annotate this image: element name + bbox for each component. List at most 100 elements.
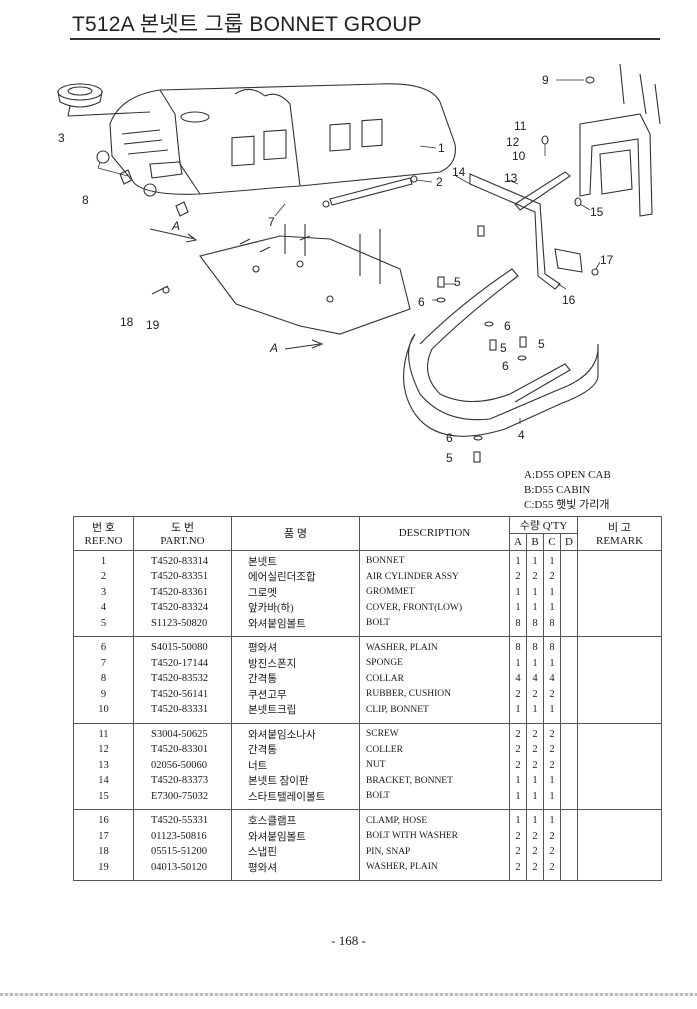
callout-label: 15 <box>590 205 604 219</box>
callout-label: 2 <box>436 175 443 189</box>
cell-desc: WASHER, PLAIN <box>359 636 510 656</box>
cell-a: 2 <box>509 757 527 773</box>
cell-c: 2 <box>543 723 561 742</box>
cell-d <box>559 723 579 742</box>
callout-label: 9 <box>542 73 549 87</box>
cell-part: T4520-83373 <box>133 773 232 789</box>
qty-d-header: D <box>559 533 579 551</box>
cell-d <box>559 584 579 600</box>
cell-d <box>559 655 579 671</box>
cell-c: 2 <box>543 757 561 773</box>
cell-kor: 평와셔 <box>231 636 360 656</box>
cell-remark <box>577 671 663 687</box>
cell-d <box>559 686 579 702</box>
cell-a: 2 <box>509 742 527 758</box>
qty-c-header: C <box>543 533 561 551</box>
cell-ref: 10 <box>73 702 134 724</box>
cell-c: 8 <box>543 615 561 637</box>
cell-part: T4520-83351 <box>133 569 232 585</box>
cell-a: 2 <box>509 569 527 585</box>
cell-d <box>559 809 579 829</box>
qty-a-header: A <box>509 533 527 551</box>
callout-label: 1 <box>438 141 445 155</box>
remark-header-eng: REMARK <box>596 535 644 548</box>
cell-remark <box>577 550 663 569</box>
callout-label: 13 <box>504 171 518 185</box>
callout-label: 7 <box>268 215 275 229</box>
cell-d <box>559 828 579 844</box>
cell-remark <box>577 686 663 702</box>
frame-part <box>579 113 653 217</box>
cell-b: 1 <box>526 584 544 600</box>
cell-d <box>559 636 579 656</box>
exploded-parts-diagram: 1 2 3 4 5 5 5 5 6 6 6 6 7 8 9 10 11 12 1… <box>57 63 661 465</box>
cell-c: 4 <box>543 671 561 687</box>
page-title: T512A 본넷트 그룹 BONNET GROUP <box>72 13 422 36</box>
cell-a: 1 <box>509 788 527 810</box>
cell-part: 05515-51200 <box>133 844 232 860</box>
cell-b: 2 <box>526 844 544 860</box>
cell-ref: 7 <box>73 655 134 671</box>
cell-kor: 평와셔 <box>231 859 360 881</box>
cell-kor: 와셔붙임소나사 <box>231 723 360 742</box>
cell-desc: COLLER <box>359 742 510 758</box>
cell-remark <box>577 742 663 758</box>
cell-part: T4520-83324 <box>133 600 232 616</box>
cell-a: 1 <box>509 600 527 616</box>
page-number: - 168 - <box>331 933 366 948</box>
cell-remark <box>577 809 663 829</box>
cell-c: 1 <box>543 809 561 829</box>
part-header-eng: PART.NO <box>160 535 205 548</box>
cell-c: 1 <box>543 550 561 569</box>
cell-part: T4520-83314 <box>133 550 232 569</box>
cell-d <box>559 600 579 616</box>
grommet-part <box>57 83 103 101</box>
cell-c: 2 <box>543 742 561 758</box>
cell-b: 2 <box>526 723 544 742</box>
part-header: 도 번 PART.NO <box>133 516 232 551</box>
cell-remark <box>577 600 663 616</box>
parts-table: 번 호 REF.NO 도 번 PART.NO 품 명 DESCRIPTION 수… <box>73 516 663 881</box>
cell-c: 1 <box>543 655 561 671</box>
callout-label: 6 <box>446 431 453 445</box>
cell-a: 2 <box>509 723 527 742</box>
cell-b: 8 <box>526 636 544 656</box>
cell-remark <box>577 757 663 773</box>
cell-desc: BOLT <box>359 788 510 810</box>
cell-a: 1 <box>509 584 527 600</box>
ref-header-eng: REF.NO <box>84 535 123 548</box>
callout-label: 4 <box>518 428 525 442</box>
callout-label: A <box>171 219 180 233</box>
cell-ref: 4 <box>73 600 134 616</box>
callout-label: 5 <box>446 451 453 465</box>
cell-b: 1 <box>526 600 544 616</box>
cell-a: 2 <box>509 844 527 860</box>
cell-remark <box>577 636 663 656</box>
cell-part: 04013-50120 <box>133 859 232 881</box>
cell-part: T4520-83532 <box>133 671 232 687</box>
cell-a: 2 <box>509 686 527 702</box>
callout-label: A <box>269 341 278 355</box>
cell-kor: 와셔붙임볼트 <box>231 828 360 844</box>
collar-part <box>96 150 110 164</box>
cell-c: 8 <box>543 636 561 656</box>
cell-ref: 3 <box>73 584 134 600</box>
cell-a: 8 <box>509 636 527 656</box>
cell-b: 1 <box>526 702 544 724</box>
cell-b: 1 <box>526 550 544 569</box>
cell-part: T4520-83301 <box>133 742 232 758</box>
cell-d <box>559 671 579 687</box>
cell-ref: 11 <box>73 723 134 742</box>
